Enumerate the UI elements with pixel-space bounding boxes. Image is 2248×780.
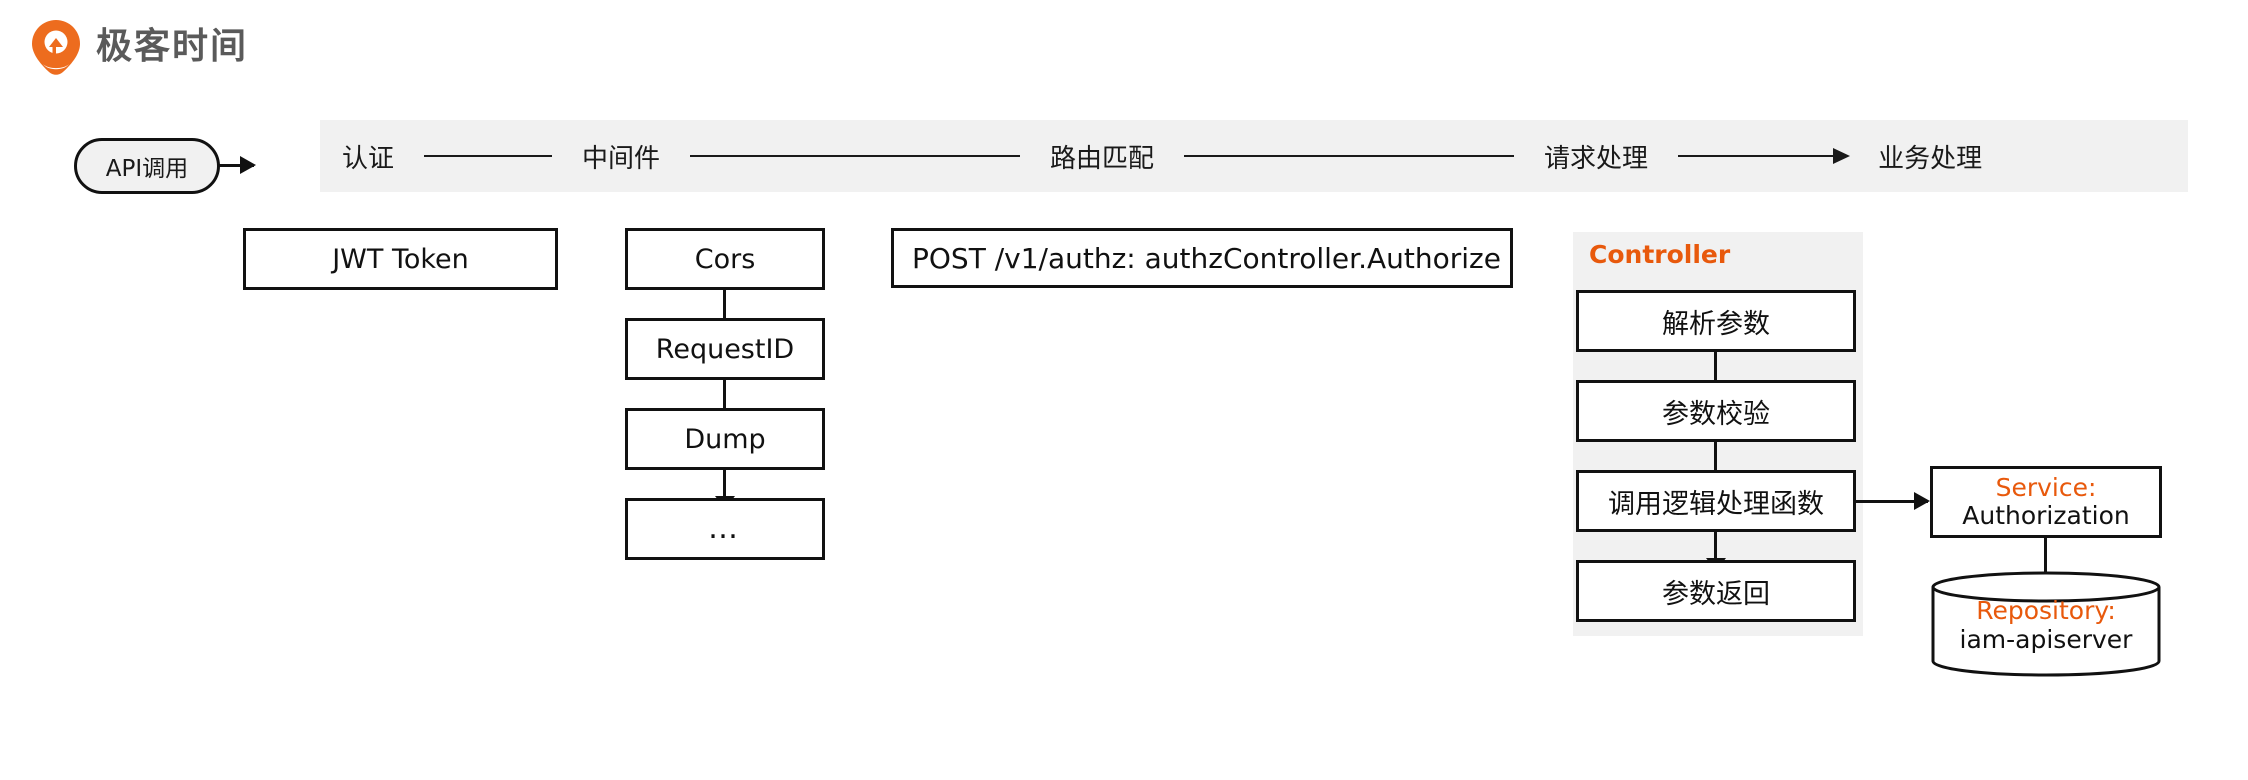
middleware-box-dump: Dump	[625, 408, 825, 470]
jwt-token-box: JWT Token	[243, 228, 558, 290]
controller-step-label-1: 解析参数	[1662, 308, 1770, 340]
service-name-label: Authorization	[1962, 501, 2130, 530]
middleware-label-dump: Dump	[684, 423, 766, 455]
middleware-label-requestid: RequestID	[655, 333, 795, 365]
stage-label-business-handling: 业务处理	[1878, 143, 1983, 174]
geekbang-pin-icon	[30, 18, 82, 76]
controller-step-call-logic: 调用逻辑处理函数	[1576, 470, 1856, 532]
controller-to-service-arrow-icon	[1856, 492, 1930, 510]
controller-step-label-2: 参数校验	[1662, 398, 1770, 430]
database-cylinder-icon	[1931, 571, 2161, 677]
middleware-label-more: …	[708, 511, 742, 546]
controller-step-label-4: 参数返回	[1662, 578, 1770, 610]
route-definition-box: POST /v1/authz: authzController.Authoriz…	[891, 228, 1513, 288]
stage-label-request-handling: 请求处理	[1544, 143, 1649, 174]
stage-label-middleware: 中间件	[582, 143, 661, 174]
repository-name-label: iam-apiserver	[1959, 625, 2133, 654]
stage-connector-line-3	[1184, 155, 1515, 157]
pipeline-stage-bar: 认证 中间件 路由匹配 请求处理 业务处理	[320, 120, 2188, 192]
controller-step-parse-params: 解析参数	[1576, 290, 1856, 352]
middleware-box-more: …	[625, 498, 825, 560]
brand-name: 极客时间	[96, 26, 249, 67]
repository-cylinder: Repository: iam-apiserver	[1930, 570, 2162, 678]
middleware-box-cors: Cors	[625, 228, 825, 290]
brand-logo: 极客时间	[30, 18, 248, 76]
controller-step-label-3: 调用逻辑处理函数	[1608, 488, 1824, 520]
controller-link-1	[1714, 352, 1717, 380]
api-call-label: API调用	[105, 156, 189, 182]
middleware-link-2	[723, 380, 726, 408]
repository-text: Repository: iam-apiserver	[1930, 596, 2162, 654]
route-definition-label: POST /v1/authz: authzController.Authoriz…	[912, 241, 1501, 275]
middleware-box-requestid: RequestID	[625, 318, 825, 380]
repository-kind-label: Repository:	[1976, 596, 2116, 625]
controller-link-2	[1714, 442, 1717, 470]
controller-step-validate-params: 参数校验	[1576, 380, 1856, 442]
stage-label-route-match: 路由匹配	[1050, 143, 1155, 174]
middleware-link-arrow-3	[715, 470, 735, 509]
stage-connector-arrow-4	[1678, 148, 1851, 164]
stage-label-auth: 认证	[342, 143, 395, 174]
arrow-right-icon	[218, 156, 256, 174]
stage-connector-line-2	[690, 155, 1021, 157]
middleware-label-cors: Cors	[694, 243, 756, 275]
service-kind-label: Service:	[1995, 473, 2097, 502]
jwt-token-label: JWT Token	[332, 243, 469, 275]
service-box: Service: Authorization	[1930, 466, 2162, 538]
controller-step-return-params: 参数返回	[1576, 560, 1856, 622]
stage-connector-line-1	[424, 155, 553, 157]
controller-link-arrow-3	[1706, 532, 1726, 571]
middleware-link-1	[723, 290, 726, 318]
api-call-pill[interactable]: API调用	[74, 138, 220, 194]
controller-panel-title: Controller	[1589, 240, 1731, 269]
